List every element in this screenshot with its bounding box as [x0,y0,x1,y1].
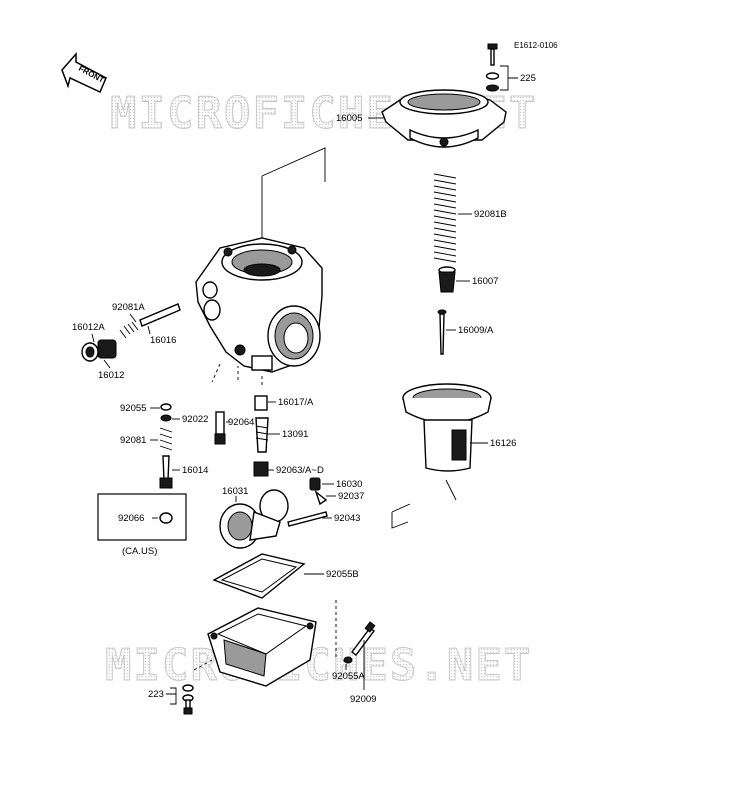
label-92064: 92064 [228,417,254,428]
label-16014: 16014 [182,465,208,476]
label-16007: 16007 [472,276,498,287]
drain-screw-92009-icon [343,621,376,664]
label-92081: 92081 [120,435,146,446]
screw-225-icon [485,43,500,92]
spring-92081b-icon [433,172,457,264]
label-92009: 92009 [350,694,376,705]
front-arrow-icon: FRONT [61,52,107,94]
label-16030: 16030 [336,479,362,490]
screw-223-icon [182,684,194,715]
screw-16014-icon [159,455,173,489]
label-ca-us: (CA.US) [122,546,157,557]
valve-16031-icon [219,489,328,549]
jet-needle-16009-icon [437,309,447,355]
label-16012: 16012 [98,370,124,381]
cap-16012-icon [81,339,117,362]
top-cap-16005-icon [381,89,507,148]
o-ring-92055-icon [160,403,172,411]
label-92063ad: 92063/A~D [276,465,324,476]
main-jet-92063-icon [253,461,269,477]
label-92081b: 92081B [474,209,507,220]
label-16005: 16005 [336,113,362,124]
pilot-screw-16016-icon [119,303,181,339]
spring-92081-icon [159,427,173,451]
lever-16030-icon [309,477,328,506]
label-92081a: 92081A [112,302,145,313]
label-16031: 16031 [222,486,248,497]
label-16012a: 16012A [72,322,105,333]
label-92022: 92022 [182,414,208,425]
label-92037: 92037 [338,491,364,502]
label-16126: 16126 [490,438,516,449]
float-bowl-icon [207,607,317,687]
throttle-slide-16126-icon [402,383,492,472]
label-225: 225 [520,73,536,84]
label-92055: 92055 [120,403,146,414]
needle-holder-16007-icon [438,266,456,293]
label-16016: 16016 [150,335,176,346]
holder-13091-icon [255,417,269,453]
ca-us-box [97,493,187,541]
label-92055b: 92055B [326,569,359,580]
label-92066: 92066 [118,513,144,524]
gasket-92055b-icon [212,553,306,599]
jet-92064-icon [214,411,226,445]
needle-jet-16017-icon [254,395,268,411]
diagram-code: E1612-0106 [514,41,558,50]
watermark-bottom: MICROFICHES.NET [105,640,532,691]
label-16009a: 16009/A [458,325,494,336]
label-92043: 92043 [334,513,360,524]
plug-92066-icon [159,512,173,524]
label-92055a: 92055A [332,671,365,682]
carburetor-body-icon [195,237,323,373]
label-16017a: 16017/A [278,397,314,408]
label-13091: 13091 [282,429,308,440]
washer-92022-icon [160,414,172,422]
label-223: 223 [148,689,164,700]
